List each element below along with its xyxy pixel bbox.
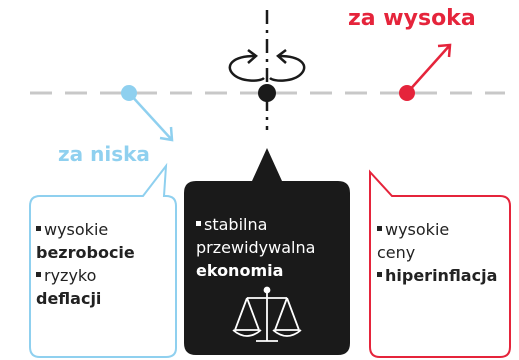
balance-point [258,84,276,102]
center-box-text: stabilna przewidywalna ekonomia [196,213,315,282]
right-item-2: hiperinflacja [377,264,497,287]
right-item-1-cont: ceny [377,243,416,262]
right-item-1: wysokie [377,218,497,241]
high-arrow [406,43,452,94]
left-bubble [29,162,177,358]
right-box-text: wysokie ceny hiperinflacja [377,218,497,287]
left-item-2: ryzyko [36,264,135,287]
center-item-1-bold: ekonomia [196,261,284,280]
label-too-high: za wysoka [348,6,476,31]
low-arrow [128,92,174,142]
balance-scale-icon [232,286,302,342]
left-item-1-cont: bezrobocie [36,243,135,262]
center-item-1: stabilna [196,213,315,236]
left-box-text: wysokie bezrobocie ryzyko deflacji [36,218,135,310]
rotation-arrows-icon [228,49,306,82]
center-bubble [184,148,350,355]
left-item-1: wysokie [36,218,135,241]
right-bubble [369,169,511,358]
label-too-low: za niska [58,142,150,166]
center-item-1-cont: przewidywalna [196,238,316,257]
left-item-2-cont: deflacji [36,289,102,308]
